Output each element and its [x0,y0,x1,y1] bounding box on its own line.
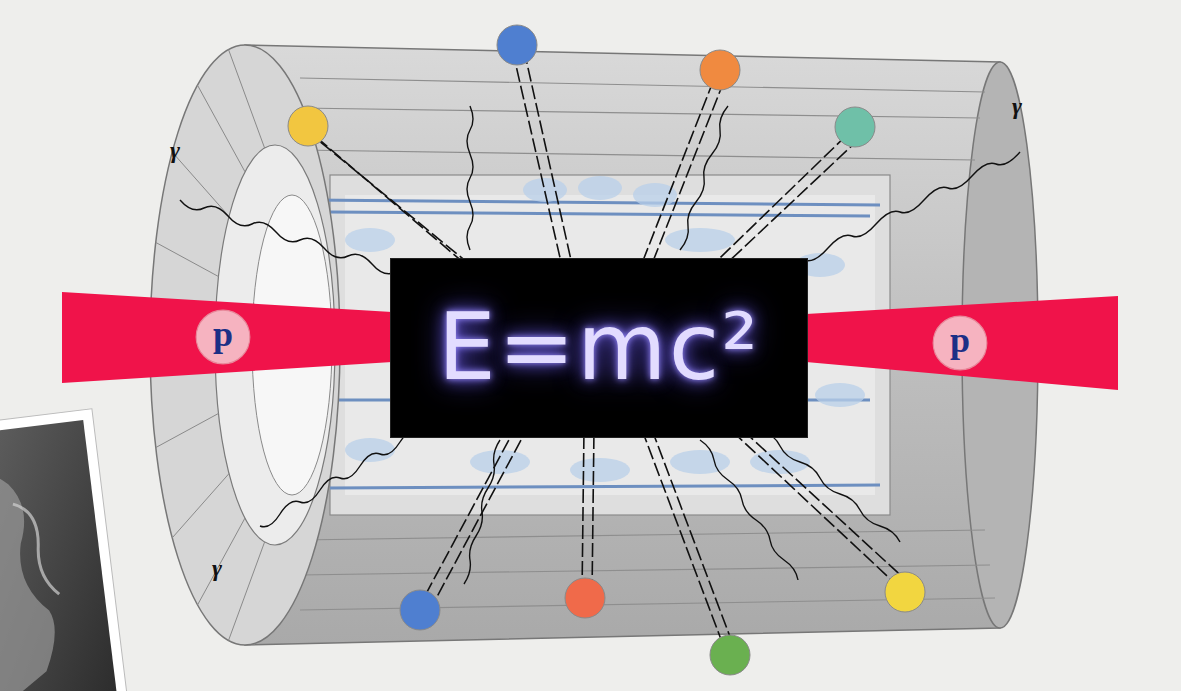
photon-label: γ [170,138,180,162]
particle-symbol: p [950,322,970,358]
inner-layer [345,195,875,495]
einstein-photo [0,409,131,691]
formula-text: E=mc² [438,302,760,394]
proton-circle: p [195,309,251,365]
tracker-layers [310,200,880,488]
photon-label: γ [1012,94,1022,118]
proton-beam [806,296,1118,390]
proton-beam [62,292,392,383]
photon-label: γ [212,556,222,580]
formula-box: E=mc² [390,258,808,438]
calorimeter-blobs [345,176,865,482]
particle-symbol: p [213,316,233,352]
proton-circle: p [932,315,988,371]
